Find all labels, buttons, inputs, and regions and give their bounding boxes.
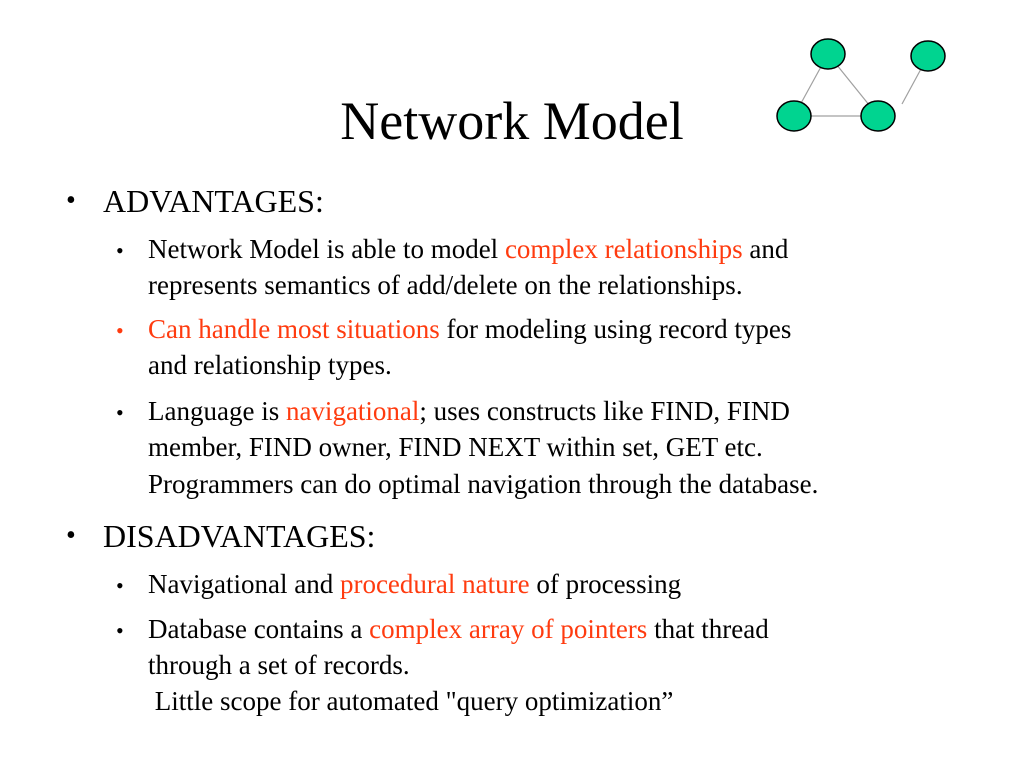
slide-title: Network Model — [340, 91, 684, 151]
highlight-text: procedural nature — [339, 569, 530, 599]
text: Network Model is able to model — [148, 234, 505, 264]
graph-node — [776, 100, 812, 132]
advantage-1-line-1: Network Model is able to model complex r… — [148, 232, 788, 266]
disadvantage-2-line-2: through a set of records. — [148, 650, 410, 680]
text: for modeling using record types — [446, 314, 792, 344]
graph-node — [910, 40, 946, 72]
highlight-text: complex relationships — [504, 234, 743, 264]
advantage-3-line-3: Programmers can do optimal navigation th… — [148, 469, 819, 499]
advantage-1-line-2: represents semantics of add/delete on th… — [148, 270, 743, 300]
bullet-marker: • — [116, 618, 124, 643]
highlight-text: Can handle most situations — [148, 314, 447, 344]
bullet-marker: • — [116, 238, 124, 263]
network-graph-icon — [776, 38, 946, 132]
advantage-3-line-1: Language is navigational; uses construct… — [148, 394, 790, 428]
highlight-text: navigational — [285, 396, 420, 426]
disadvantages-heading: DISADVANTAGES: — [103, 518, 376, 554]
text: Navigational and — [148, 569, 340, 599]
advantage-3-line-2: member, FIND owner, FIND NEXT within set… — [148, 432, 763, 462]
bullet-marker: • — [66, 520, 76, 551]
graph-node — [810, 38, 846, 70]
advantage-2-line-1: Can handle most situations for modeling … — [148, 312, 791, 346]
text: Language is — [148, 396, 286, 426]
bullet-marker: • — [66, 185, 76, 216]
bullet-marker: • — [116, 573, 124, 598]
disadvantage-1-line-1: Navigational and procedural nature of pr… — [148, 567, 681, 601]
text: ; uses constructs like FIND, FIND — [419, 396, 790, 426]
text: of processing — [529, 569, 682, 599]
text: and — [742, 234, 789, 264]
graph-node — [860, 100, 896, 132]
highlight-text: complex array of pointers — [369, 614, 648, 644]
disadvantage-2-line-3: Little scope for automated "query optimi… — [148, 686, 674, 716]
bullet-marker: • — [116, 400, 124, 425]
disadvantage-2-line-1: Database contains a complex array of poi… — [148, 612, 769, 646]
text: Database contains a — [148, 614, 370, 644]
advantage-2-line-2: and relationship types. — [148, 350, 392, 380]
bullet-marker: • — [116, 318, 124, 343]
text: that thread — [647, 614, 769, 644]
advantages-heading: ADVANTAGES: — [103, 183, 324, 219]
